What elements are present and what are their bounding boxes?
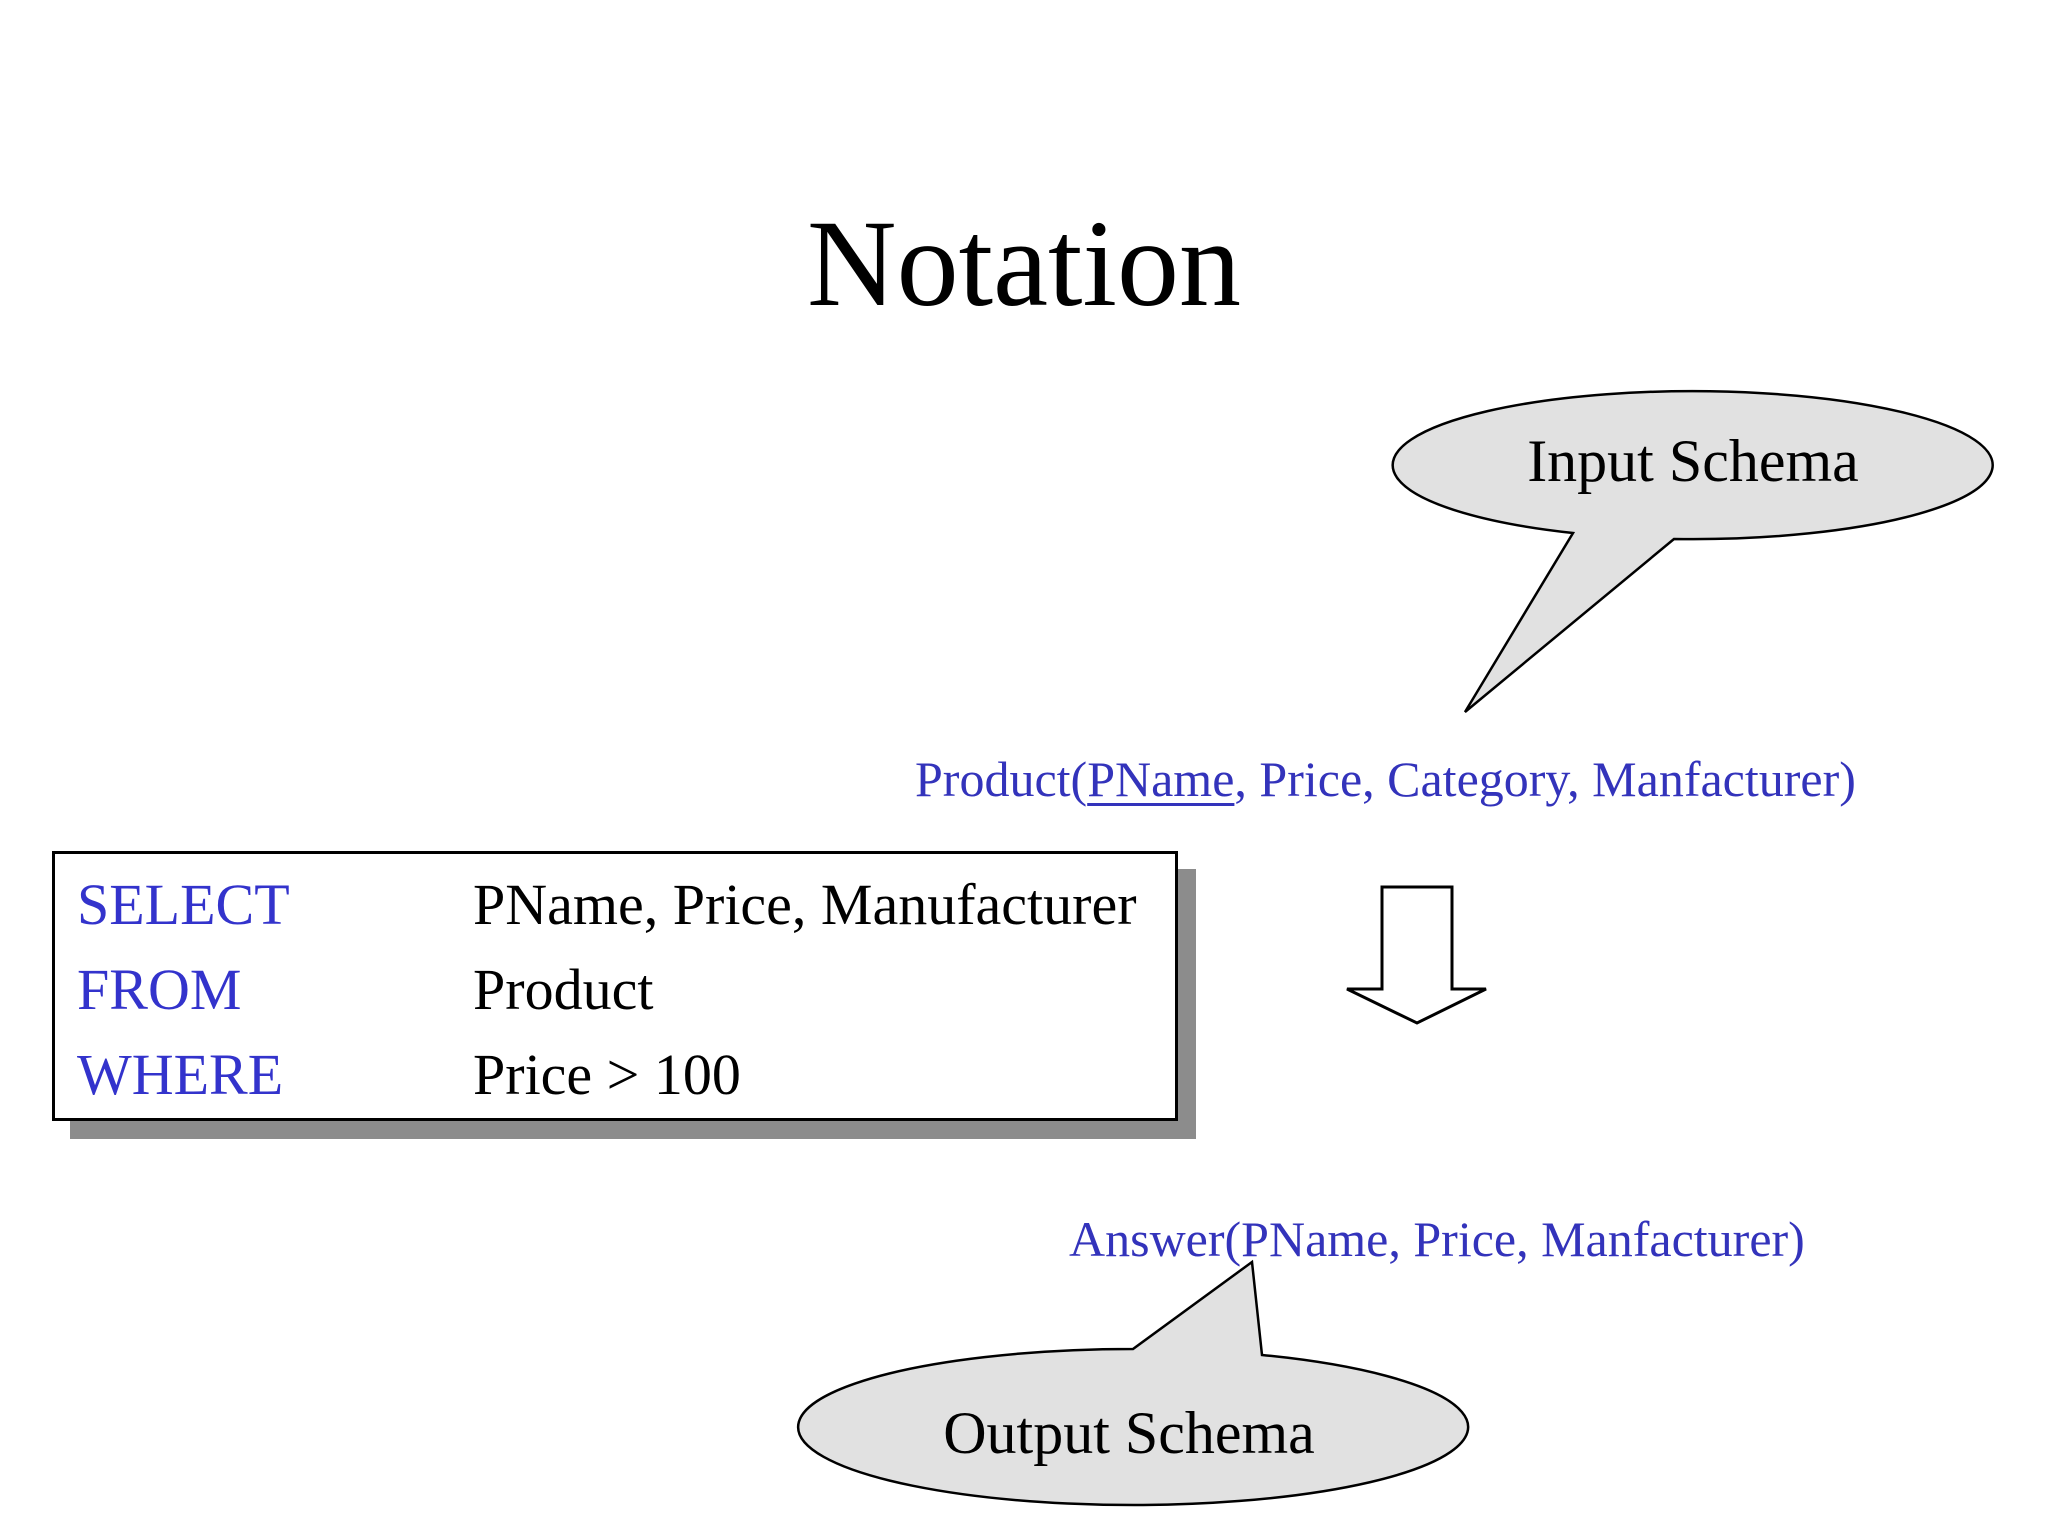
sql-where-line: WHERE Price > 100 bbox=[77, 1032, 1175, 1117]
sql-select-line: SELECT PName, Price, Manufacturer bbox=[77, 862, 1175, 947]
sql-from-line: FROM Product bbox=[77, 947, 1175, 1032]
input-schema-key-attribute: PName bbox=[1087, 751, 1235, 807]
input-schema-callout-label: Input Schema bbox=[1527, 428, 1859, 494]
input-schema-speech-bubble-icon bbox=[1391, 389, 1994, 713]
sql-select-columns: PName, Price, Manufacturer bbox=[473, 872, 1137, 937]
input-schema-text: Product(PName, Price, Category, Manfactu… bbox=[915, 752, 1856, 807]
output-schema-speech-bubble-icon bbox=[796, 1259, 1470, 1507]
sql-from-table: Product bbox=[473, 957, 654, 1022]
output-schema-callout-label: Output Schema bbox=[943, 1400, 1315, 1466]
sql-keyword-select: SELECT bbox=[77, 872, 290, 937]
sql-query-box: SELECT PName, Price, Manufacturer FROM P… bbox=[52, 851, 1178, 1121]
input-schema-prefix: Product( bbox=[915, 751, 1088, 807]
sql-keyword-where: WHERE bbox=[77, 1042, 284, 1107]
slide-title: Notation bbox=[807, 195, 1241, 332]
sql-where-condition: Price > 100 bbox=[473, 1042, 741, 1107]
output-schema-text: Answer(PName, Price, Manfacturer) bbox=[1069, 1211, 1805, 1267]
sql-keyword-from: FROM bbox=[77, 957, 242, 1022]
down-arrow-icon bbox=[1346, 885, 1487, 1025]
input-schema-rest: , Price, Category, Manfacturer) bbox=[1234, 751, 1856, 807]
